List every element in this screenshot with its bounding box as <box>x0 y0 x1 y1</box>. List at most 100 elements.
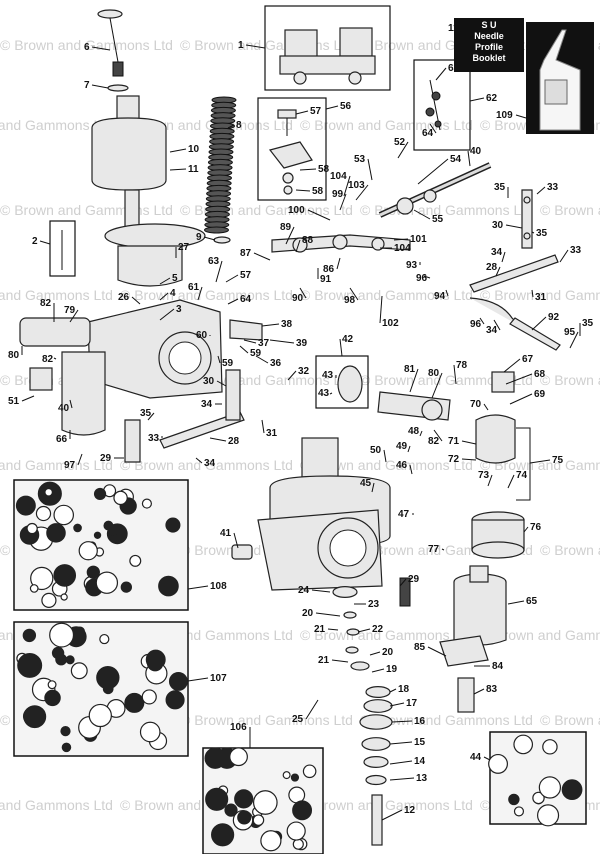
callout-5: 5 <box>172 273 178 284</box>
callout-103: 103 <box>348 180 365 191</box>
leader-line <box>299 168 317 171</box>
leader-line <box>187 585 209 590</box>
leader-line <box>507 474 515 489</box>
callout-102: 102 <box>382 318 399 329</box>
callout-63: 63 <box>208 256 220 267</box>
leader-line <box>217 355 221 364</box>
leader-line <box>487 474 493 487</box>
callout-64: 64 <box>422 128 434 139</box>
callout-59: 59 <box>222 358 234 369</box>
leader-line <box>381 809 403 821</box>
jet-assembly-right-drawing <box>377 371 525 559</box>
callout-2: 2 <box>32 236 38 247</box>
callout-62: 62 <box>486 93 498 104</box>
leader-line <box>423 275 431 279</box>
leader-line <box>391 720 413 723</box>
leader-line <box>369 651 381 656</box>
callout-97: 97 <box>64 460 76 471</box>
callout-12: 12 <box>404 805 416 816</box>
callout-3: 3 <box>176 304 182 315</box>
watermark-text: © Brown and Gammons Ltd <box>300 287 473 303</box>
watermark-text: © Brown and Gammons Ltd <box>0 202 173 218</box>
callout-25: 25 <box>292 714 304 725</box>
callout-64: 64 <box>240 294 252 305</box>
callout-44: 44 <box>470 752 482 763</box>
callout-56: 56 <box>340 101 352 112</box>
booklet-line-2: Needle <box>474 31 504 41</box>
callout-8: 8 <box>236 120 242 131</box>
callout-57: 57 <box>240 270 252 281</box>
watermark-text: © Brown and Gammons Ltd <box>360 712 533 728</box>
watermark-text: © Brown and Gammons Ltd <box>480 457 600 473</box>
leader-line <box>433 429 443 442</box>
leader-line <box>389 702 405 707</box>
leader-line <box>531 316 547 331</box>
callout-71: 71 <box>448 436 460 447</box>
leader-line <box>329 392 333 395</box>
leader-line <box>531 231 535 234</box>
leader-line <box>253 252 271 261</box>
watermark-text: © Brown and Gammons Ltd <box>360 372 533 388</box>
callout-39: 39 <box>296 338 308 349</box>
leader-line <box>399 578 407 587</box>
callout-53: 53 <box>354 154 366 165</box>
callout-96: 96 <box>470 319 482 330</box>
leader-line <box>529 459 551 464</box>
leader-line <box>495 266 501 277</box>
callout-83: 83 <box>486 684 498 695</box>
leader-line <box>461 440 477 445</box>
booklet-line-1: S U <box>481 20 497 30</box>
watermark-text: © Brown and Gammons Ltd <box>0 37 173 53</box>
leader-line <box>69 399 73 409</box>
callout-104: 104 <box>330 171 347 182</box>
leader-line <box>419 430 423 437</box>
callout-104: 104 <box>394 243 411 254</box>
leader-lines <box>21 27 581 821</box>
callout-68: 68 <box>534 369 546 380</box>
leader-line <box>295 239 301 253</box>
callout-26: 26 <box>118 292 130 303</box>
leader-line <box>216 380 227 387</box>
leader-line <box>505 373 533 385</box>
callout-23: 23 <box>368 599 380 610</box>
callout-50: 50 <box>370 445 382 456</box>
callout-82: 82 <box>42 354 54 365</box>
callout-24: 24 <box>298 585 310 596</box>
callout-34: 34 <box>201 399 213 410</box>
leader-line <box>331 659 349 663</box>
callout-33: 33 <box>547 182 559 193</box>
callout-19: 19 <box>386 664 398 675</box>
leader-line <box>203 236 216 241</box>
callout-9: 9 <box>196 232 202 243</box>
leader-line <box>299 287 307 299</box>
callout-73: 73 <box>478 470 490 481</box>
callout-61: 61 <box>188 282 200 293</box>
leader-line <box>197 286 203 301</box>
leader-line <box>409 368 419 393</box>
watermark-text: © Brown and Gammons Ltd <box>0 457 113 473</box>
callout-38: 38 <box>281 319 293 330</box>
leader-line <box>77 453 83 466</box>
leader-line <box>493 319 501 331</box>
callout-31: 31 <box>266 428 278 439</box>
leader-line <box>393 238 409 241</box>
callout-30: 30 <box>492 220 504 231</box>
callout-52: 52 <box>394 137 406 148</box>
leader-line <box>445 289 449 297</box>
watermark-text: © Brown and Gammons Ltd <box>0 117 113 133</box>
watermark-text: © Brown and Gammons Ltd <box>180 37 353 53</box>
watermark-text: © Brown and Gammons Ltd <box>540 542 600 558</box>
callout-41: 41 <box>220 528 232 539</box>
leader-line <box>427 646 447 657</box>
callout-27: 27 <box>178 242 190 253</box>
callout-82: 82 <box>40 298 52 309</box>
callout-63: 63 <box>448 63 460 74</box>
callout-33: 33 <box>148 433 160 444</box>
callout-29: 29 <box>408 574 420 585</box>
callout-65: 65 <box>526 596 538 607</box>
callout-70: 70 <box>470 399 482 410</box>
leader-line <box>307 209 331 221</box>
callout-17: 17 <box>406 698 418 709</box>
